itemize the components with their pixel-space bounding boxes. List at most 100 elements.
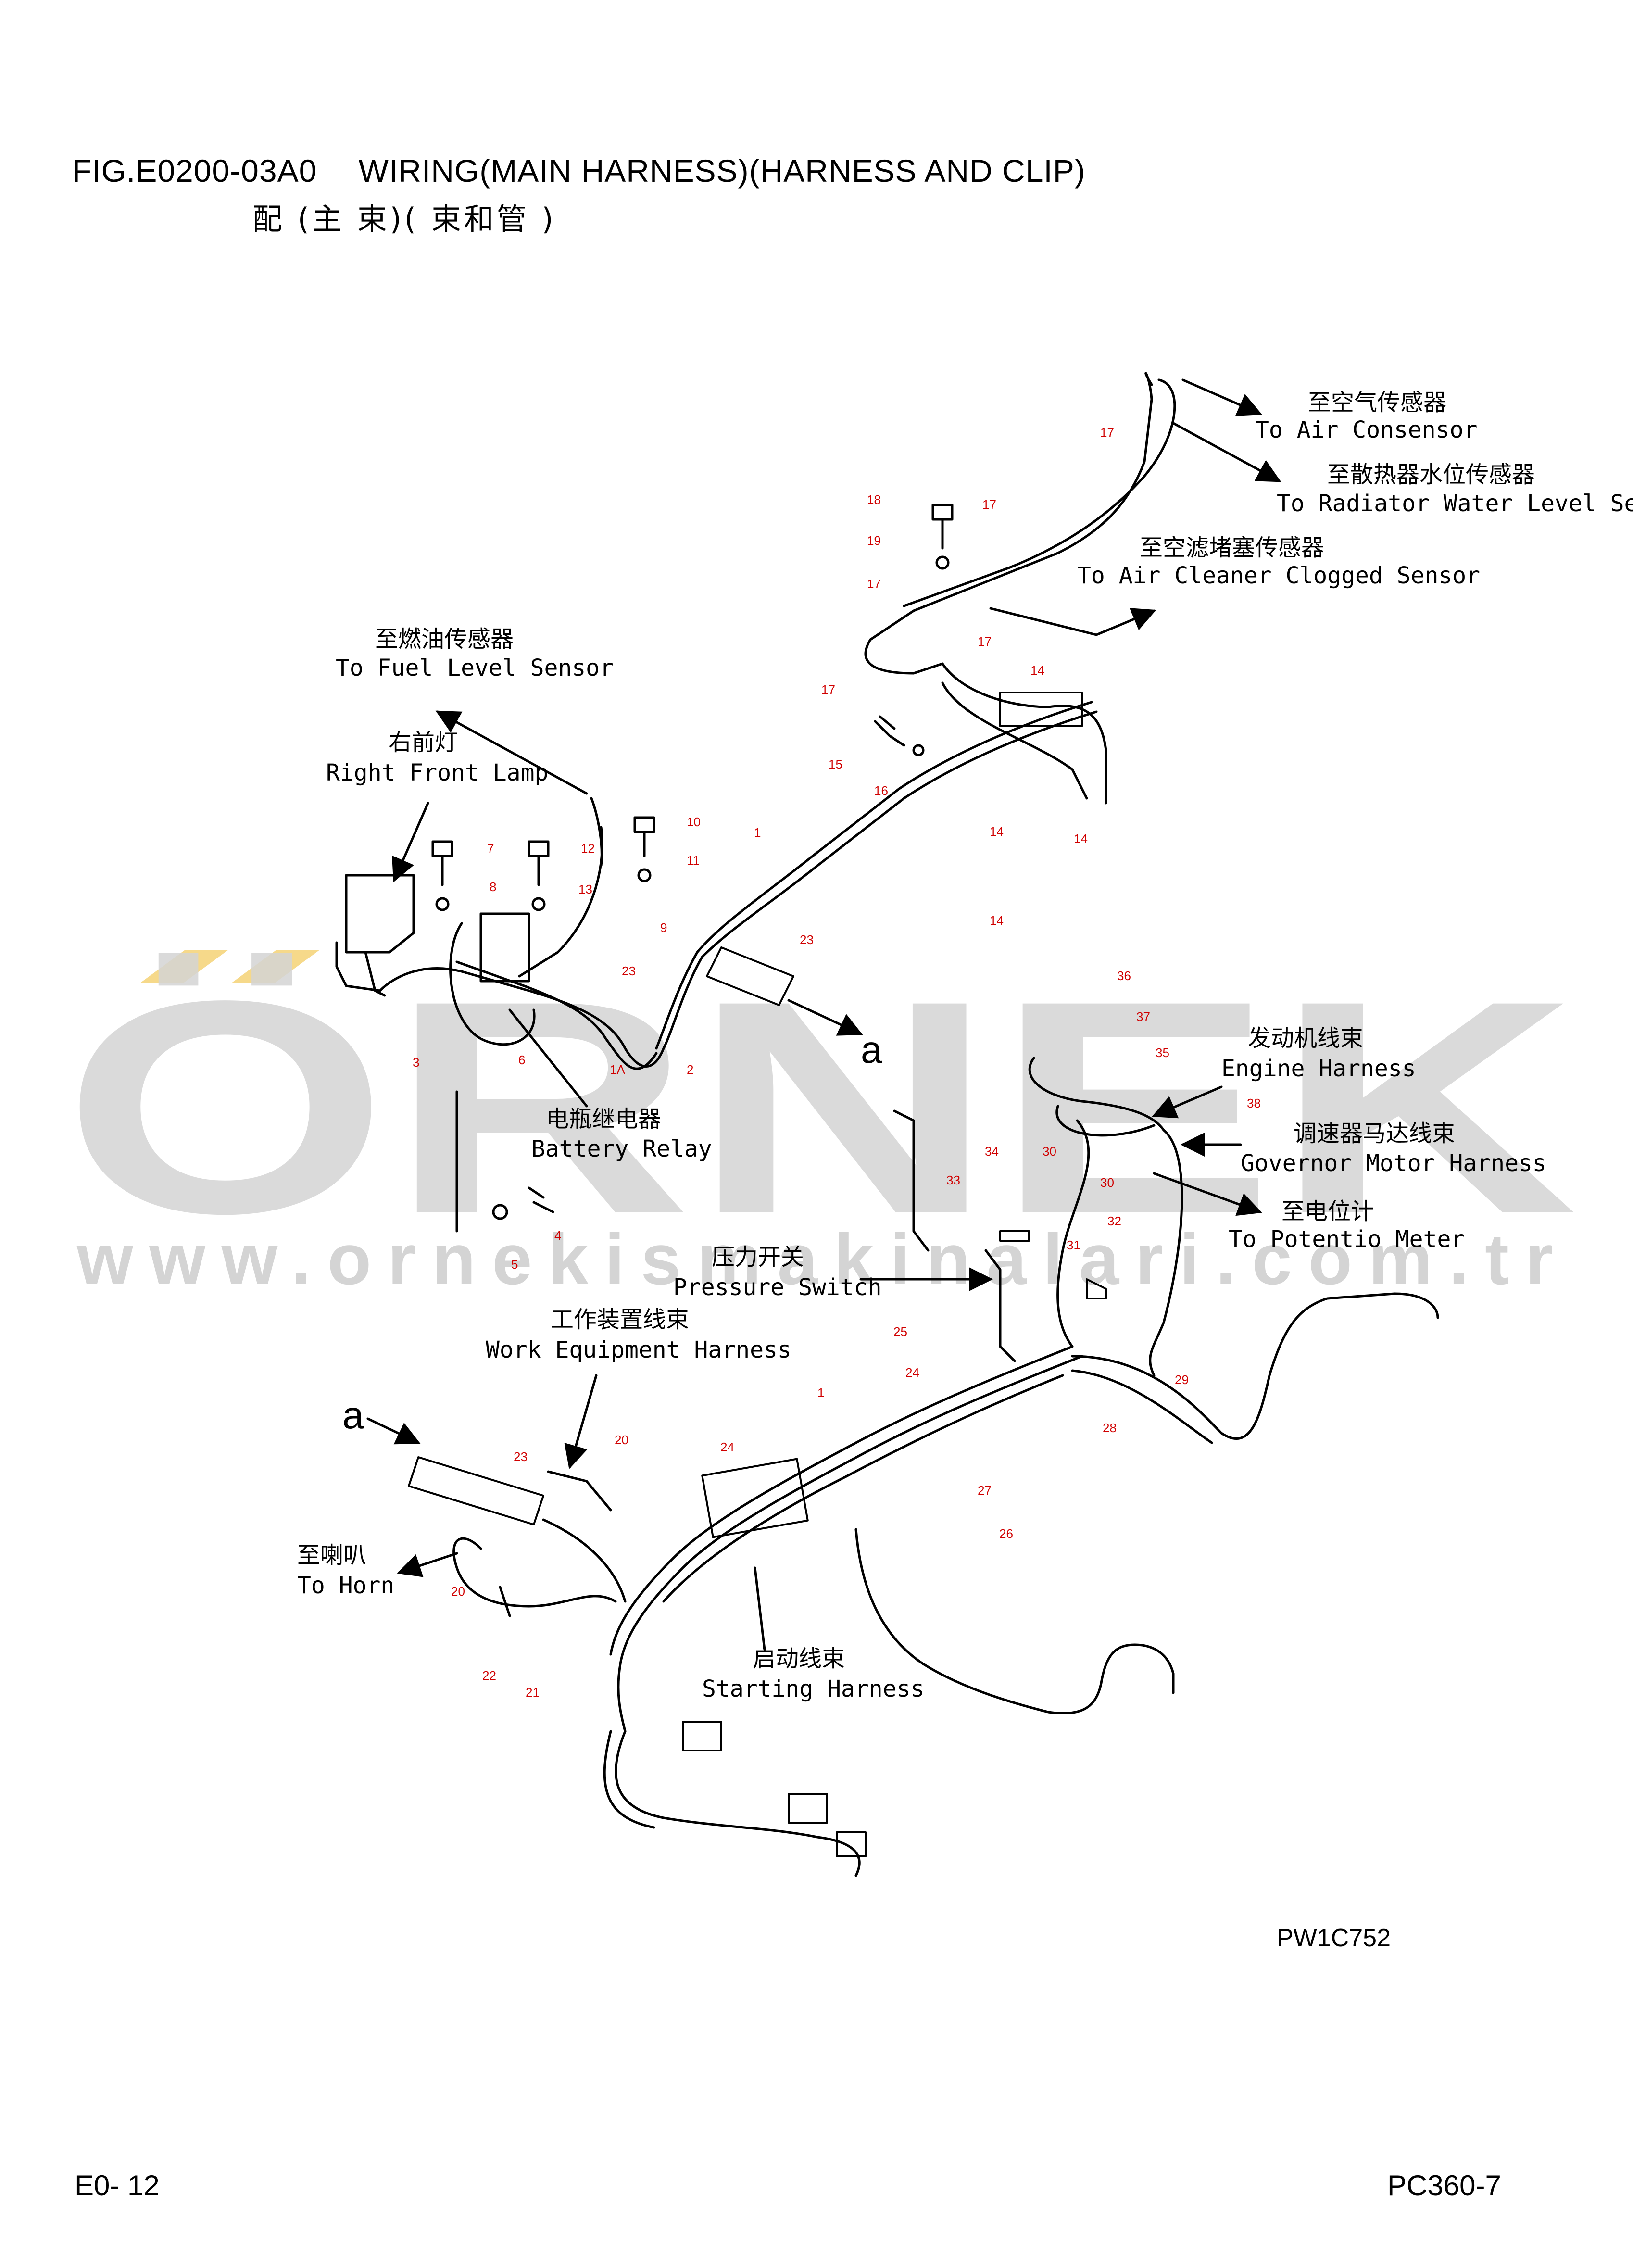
- harness-top-loop: [864, 638, 944, 675]
- arrow-horn: [397, 1552, 458, 1577]
- horn-harness: [452, 1537, 617, 1608]
- part-number: 14: [990, 824, 1004, 839]
- connector-3: [836, 1831, 867, 1857]
- starting-harness-drawing: [615, 1730, 861, 1877]
- label-governor-en: Governor Motor Harness: [1241, 1150, 1546, 1177]
- figure-title: FIG.E0200-03A0 WIRING(MAIN HARNESS)(HARN…: [72, 153, 1086, 189]
- part-number: 4: [554, 1228, 561, 1243]
- label-fuel-en: To Fuel Level Sensor: [336, 655, 614, 681]
- connector-2: [788, 1793, 828, 1824]
- arrow-front-lamp: [392, 802, 429, 882]
- drawing-code: PW1C752: [1277, 1924, 1391, 1952]
- harness-tag-24: [701, 1458, 809, 1538]
- part-number: 23: [514, 1449, 528, 1464]
- harness-top-a: [869, 372, 1153, 641]
- part-number: 38: [1247, 1096, 1261, 1110]
- main-harness-lower-3: [662, 1374, 1064, 1603]
- governor-harness-drawing: [1149, 1129, 1183, 1377]
- watermark-accent-left: [139, 950, 228, 983]
- main-harness-upper-2: [655, 701, 1093, 1050]
- model-code: PC360-7: [1387, 2169, 1501, 2202]
- work-equipment-harness: [542, 1518, 627, 1603]
- main-harness-lower-2: [609, 1345, 1074, 1656]
- arrow-section-a-top: [787, 999, 863, 1036]
- part-number: 33: [946, 1173, 960, 1187]
- part-number: 37: [1136, 1009, 1150, 1024]
- label-engine-harness-cn: 发动机线束: [1248, 1025, 1363, 1052]
- label-horn-en: To Horn: [297, 1572, 394, 1599]
- part-number: 23: [800, 932, 814, 947]
- part-number: 9: [660, 920, 667, 935]
- harness-fuel-end: [590, 797, 603, 867]
- part-number: 17: [867, 577, 881, 591]
- part-number: 21: [526, 1685, 540, 1700]
- arrow-engine-harness: [1152, 1085, 1223, 1119]
- label-front-lamp-cn: 右前灯: [389, 729, 458, 756]
- part-number: 14: [1074, 832, 1088, 846]
- label-horn-cn: 至喇叭: [297, 1542, 366, 1569]
- part-number: 35: [1156, 1046, 1169, 1060]
- leader-22: [499, 1586, 511, 1617]
- main-harness-upper-1: [662, 710, 1098, 1050]
- part-number: 24: [720, 1440, 734, 1454]
- label-potentio-cn: 至电位计: [1281, 1198, 1374, 1225]
- washer-5: [492, 1204, 508, 1220]
- harness-right-loop: [941, 662, 1107, 805]
- part-number: 19: [867, 533, 881, 548]
- label-fuel-cn: 至燃油传感器: [375, 626, 514, 653]
- harness-right-loop2: [941, 681, 1088, 800]
- label-air-cleaner-en: To Air Cleaner Clogged Sensor: [1077, 562, 1480, 589]
- label-pressure-switch-en: Pressure Switch: [673, 1274, 881, 1301]
- part-number: 1: [754, 825, 761, 840]
- part-number: 1A: [610, 1062, 625, 1077]
- pressure-switch-harness: [984, 1249, 1016, 1362]
- part-number: 17: [978, 634, 992, 649]
- part-number: 20: [615, 1433, 628, 1447]
- label-air-consensor-en: To Air Consensor: [1255, 416, 1477, 443]
- part-number: 16: [874, 783, 888, 798]
- part-number: 14: [1030, 663, 1044, 678]
- leader-battery-relay: [508, 1008, 588, 1108]
- arrow-section-a-left: [366, 1417, 421, 1445]
- washer-16: [912, 744, 925, 756]
- part-number: 12: [581, 841, 595, 856]
- arrow-work-equipment: [564, 1374, 598, 1469]
- engine-harness-loop: [1055, 1105, 1156, 1137]
- part-number: 6: [518, 1053, 525, 1067]
- bolt-12: [528, 840, 550, 886]
- label-starting-harness-en: Starting Harness: [702, 1676, 924, 1702]
- part-number: 10: [687, 815, 701, 829]
- harness-sheet-23-lower: [408, 1456, 544, 1525]
- bolt-31: [1086, 1278, 1107, 1299]
- harness-cleaner-branch: [989, 607, 1098, 636]
- bolt-10: [633, 816, 655, 857]
- engine-harness-drawing: [1028, 1057, 1165, 1132]
- part-number: 13: [578, 882, 592, 896]
- part-number: 34: [985, 1144, 999, 1159]
- part-number: 2: [687, 1062, 693, 1077]
- part-number: 31: [1067, 1238, 1080, 1252]
- label-pressure-switch-cn: 压力开关: [712, 1244, 804, 1271]
- arrow-fuel: [435, 710, 588, 795]
- watermark-logo: ÖRNEK: [63, 938, 1577, 1276]
- part-number: 22: [482, 1668, 496, 1683]
- part-number: 1: [817, 1386, 824, 1400]
- label-radiator-cn: 至散热器水位传感器: [1327, 461, 1535, 488]
- arrow-radiator: [1172, 422, 1281, 482]
- part-number: 17: [1100, 425, 1114, 440]
- page-code: E0- 12: [75, 2169, 160, 2202]
- part-number: 17: [982, 497, 996, 512]
- connector-1: [682, 1721, 722, 1751]
- part-number: 30: [1100, 1175, 1114, 1190]
- battery-relay-drawing: [479, 912, 530, 983]
- part-number: 20: [451, 1584, 465, 1599]
- washer-8: [435, 897, 450, 911]
- part-number: 3: [413, 1055, 419, 1070]
- harness-relay-2: [455, 960, 658, 1070]
- harness-lamp: [335, 941, 381, 992]
- section-marker-a-top: a: [861, 1028, 882, 1071]
- bolt-15: [874, 715, 905, 747]
- label-battery-relay-en: Battery Relay: [531, 1135, 712, 1162]
- harness-bottom-right: [854, 1528, 1175, 1714]
